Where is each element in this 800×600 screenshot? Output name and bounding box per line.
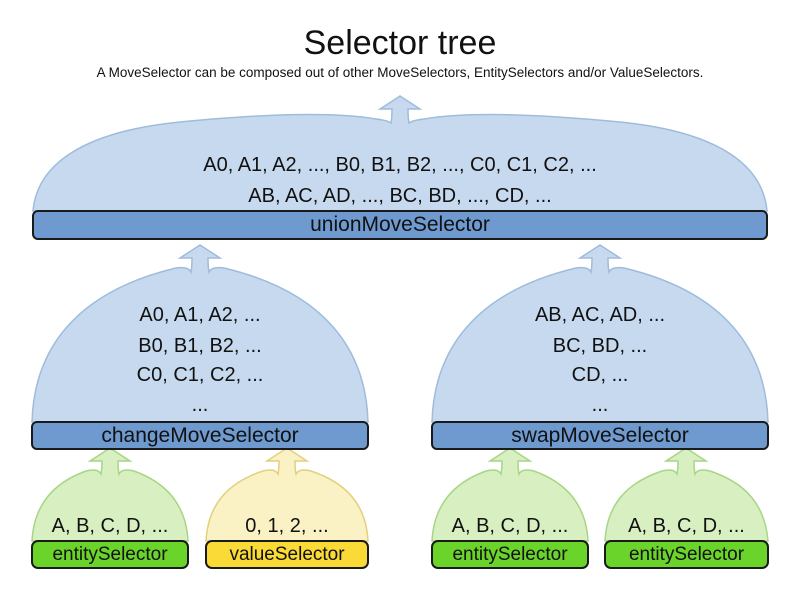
entity1-cloud-arrow-icon bbox=[31, 447, 189, 542]
entity3-selector-label: entitySelector bbox=[628, 544, 745, 565]
union-cloud-arrow-icon bbox=[32, 95, 768, 212]
entity2-selector-bar bbox=[431, 540, 589, 569]
entity1-values: A, B, C, D, ... bbox=[51, 515, 169, 537]
swap-moves-line: CD, ... bbox=[571, 364, 629, 386]
change-move-selector-bar bbox=[31, 421, 369, 450]
value1-selector-label: valueSelector bbox=[229, 544, 345, 565]
swap-cloud-arrow-icon bbox=[431, 244, 769, 423]
swap-move-selector-label: swapMoveSelector bbox=[511, 424, 689, 447]
change-move-selector-label: changeMoveSelector bbox=[101, 424, 299, 447]
change-moves-line: ... bbox=[191, 394, 209, 416]
page-subtitle: A MoveSelector can be composed out of ot… bbox=[96, 65, 704, 80]
entity3-values: A, B, C, D, ... bbox=[628, 515, 745, 537]
swap-move-selector-bar bbox=[431, 421, 769, 450]
union-move-selector-label: unionMoveSelector bbox=[310, 213, 490, 236]
swap-moves-line: ... bbox=[591, 394, 609, 416]
value1-selector-bar bbox=[205, 540, 369, 569]
change-moves-line: A0, A1, A2, ... bbox=[139, 304, 261, 326]
change-cloud-arrow-icon bbox=[31, 244, 369, 423]
entity1-selector-bar bbox=[31, 540, 189, 569]
entity2-selector-label: entitySelector bbox=[452, 544, 568, 565]
swap-moves-line: AB, AC, AD, ... bbox=[534, 304, 666, 326]
change-moves-line: C0, C1, C2, ... bbox=[136, 364, 264, 386]
entity2-cloud-arrow-icon bbox=[431, 447, 589, 542]
swap-moves-line: BC, BD, ... bbox=[552, 335, 648, 357]
entity3-selector-bar bbox=[604, 540, 769, 569]
page-title: Selector tree bbox=[303, 24, 497, 62]
entity2-values: A, B, C, D, ... bbox=[451, 515, 569, 537]
union-moves-line: AB, AC, AD, ..., BC, BD, ..., CD, ... bbox=[248, 185, 552, 207]
entity3-cloud-arrow-icon bbox=[604, 447, 769, 542]
change-moves-line: B0, B1, B2, ... bbox=[138, 335, 262, 357]
union-moves-line: A0, A1, A2, ..., B0, B1, B2, ..., C0, C1… bbox=[203, 154, 597, 176]
union-move-selector-bar bbox=[32, 210, 768, 240]
value1-cloud-arrow-icon bbox=[205, 447, 369, 542]
entity1-selector-label: entitySelector bbox=[52, 544, 168, 565]
value1-values: 0, 1, 2, ... bbox=[245, 515, 329, 537]
